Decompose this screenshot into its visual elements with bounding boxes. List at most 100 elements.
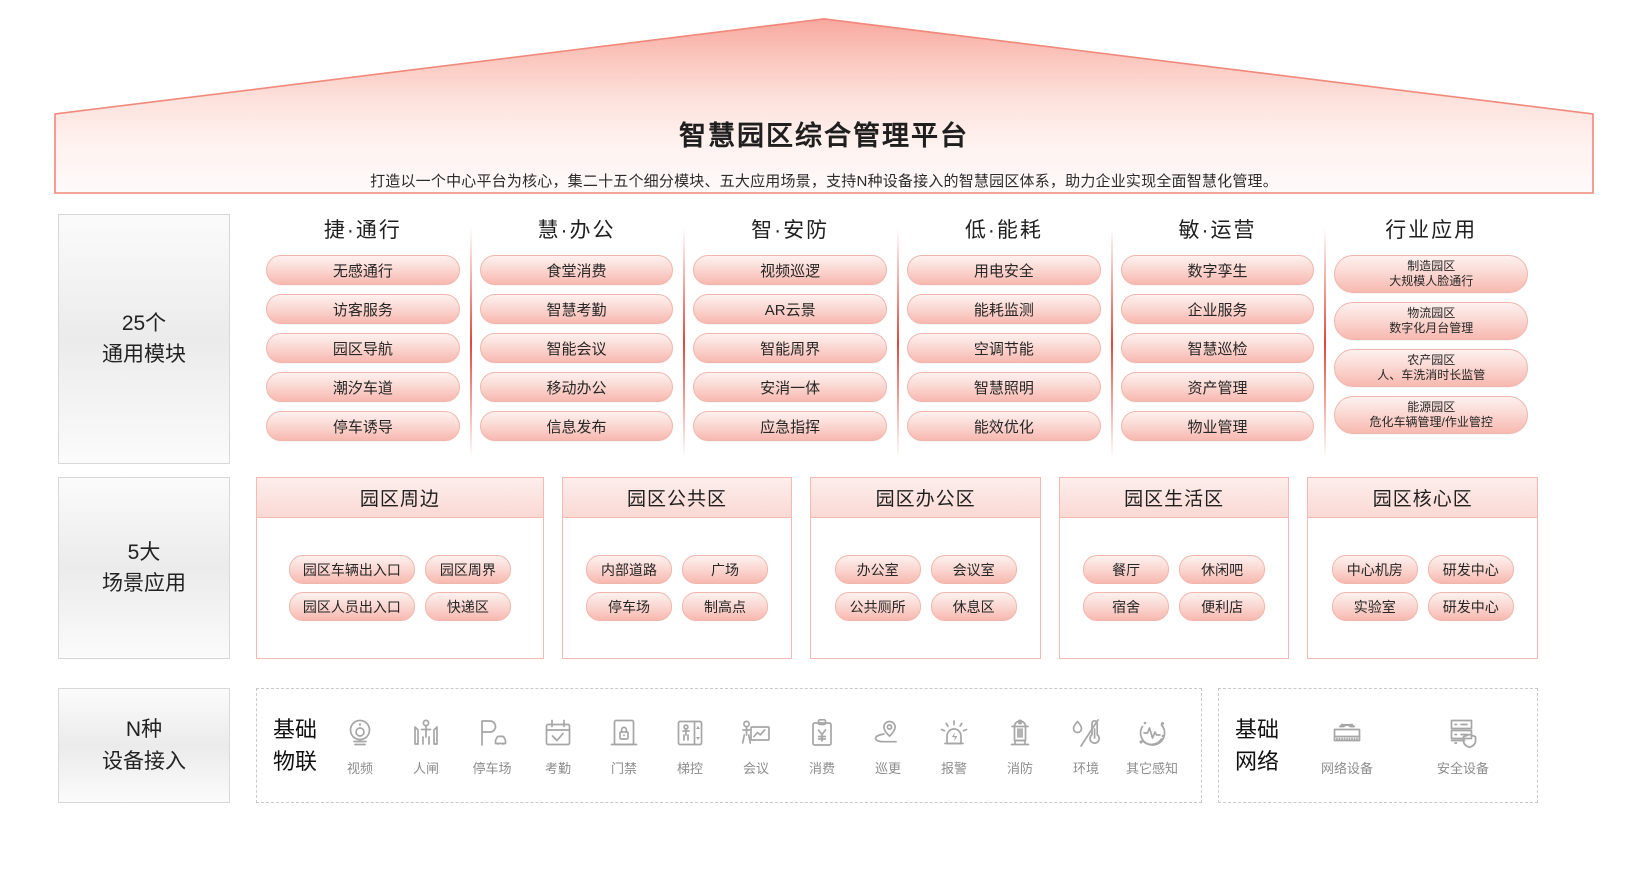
module-pill[interactable]: 应急指挥 bbox=[693, 411, 888, 441]
scene-pill[interactable]: 研发中心 bbox=[1427, 592, 1514, 621]
module-pill[interactable]: 企业服务 bbox=[1120, 294, 1315, 324]
scene-pill[interactable]: 实验室 bbox=[1331, 592, 1418, 621]
device-item[interactable]: 其它感知 bbox=[1119, 715, 1185, 777]
module-pill[interactable]: 无感通行 bbox=[266, 255, 460, 285]
scene-box-title: 园区周边 bbox=[257, 478, 543, 518]
module-pill[interactable]: 智慧照明 bbox=[907, 372, 1101, 402]
device-item[interactable]: 停车场 bbox=[459, 715, 525, 777]
scene-pill[interactable]: 会议室 bbox=[930, 555, 1017, 584]
scene-pill[interactable]: 园区车辆出入口 bbox=[288, 555, 415, 584]
device-item[interactable]: 报警 bbox=[921, 715, 987, 777]
module-pill[interactable]: 智能会议 bbox=[479, 333, 674, 363]
module-pill[interactable]: AR云景 bbox=[693, 294, 888, 324]
scene-box-title: 园区生活区 bbox=[1059, 478, 1289, 518]
scene-pill[interactable]: 研发中心 bbox=[1427, 555, 1514, 584]
module-pill[interactable]: 食堂消费 bbox=[479, 255, 674, 285]
scene-pill[interactable]: 休息区 bbox=[930, 592, 1017, 621]
scene-pill[interactable]: 休闲吧 bbox=[1179, 555, 1266, 584]
side-label-scenes-line1: 5大 bbox=[127, 540, 161, 564]
module-pill[interactable]: 资产管理 bbox=[1120, 372, 1315, 402]
module-pill[interactable]: 信息发布 bbox=[479, 411, 674, 441]
module-pill[interactable]: 物业管理 bbox=[1120, 411, 1315, 441]
scene-pill[interactable]: 园区人员出入口 bbox=[288, 592, 415, 621]
device-item[interactable]: 门禁 bbox=[591, 715, 657, 777]
device-item[interactable]: 消防 bbox=[987, 715, 1053, 777]
module-pill[interactable]: 能效优化 bbox=[907, 411, 1101, 441]
scene-pill[interactable]: 内部道路 bbox=[586, 555, 672, 584]
scene-pill[interactable]: 园区周界 bbox=[424, 555, 511, 584]
scene-pill[interactable]: 快递区 bbox=[424, 592, 511, 621]
module-pill-line1: 智能周界 bbox=[760, 340, 821, 358]
scene-pill[interactable]: 便利店 bbox=[1179, 592, 1266, 621]
module-pill[interactable]: 空调节能 bbox=[907, 333, 1101, 363]
device-item[interactable]: 考勤 bbox=[525, 715, 591, 777]
device-item[interactable]: 环境 bbox=[1053, 715, 1119, 777]
module-pill[interactable]: 能耗监测 bbox=[907, 294, 1101, 324]
side-label-modules: 25个 通用模块 bbox=[58, 214, 230, 464]
module-pill[interactable]: 潮汐车道 bbox=[266, 372, 460, 402]
scene-box-title: 园区办公区 bbox=[811, 478, 1040, 518]
scene-box: 园区公共区内部道路广场停车场制高点 bbox=[561, 477, 793, 659]
scene-pill[interactable]: 中心机房 bbox=[1331, 555, 1418, 584]
module-pill-line1: 资产管理 bbox=[1187, 379, 1248, 397]
camera-dome-icon bbox=[342, 715, 378, 751]
module-pill-line1: 视频巡逻 bbox=[760, 262, 821, 280]
module-pill-line1: AR云景 bbox=[764, 301, 816, 319]
scene-boxes: 园区周边园区车辆出入口园区周界园区人员出入口快递区 园区公共区内部道路广场停车场制… bbox=[256, 477, 1539, 659]
scene-pill[interactable]: 餐厅 bbox=[1083, 555, 1170, 584]
side-label-devices: N种 设备接入 bbox=[58, 688, 230, 803]
device-item[interactable]: 梯控 bbox=[657, 715, 723, 777]
module-pill[interactable]: 农产园区人、车洗消时长监管 bbox=[1334, 349, 1529, 387]
module-pill-line1: 园区导航 bbox=[332, 340, 393, 358]
module-pill-line1: 企业服务 bbox=[1187, 301, 1248, 319]
clipboard-yuan-icon bbox=[804, 715, 840, 751]
module-pill[interactable]: 视频巡逻 bbox=[693, 255, 888, 285]
scene-pill[interactable]: 制高点 bbox=[682, 592, 768, 621]
scene-pill[interactable]: 办公室 bbox=[834, 555, 921, 584]
scene-pill[interactable]: 宿舍 bbox=[1083, 592, 1170, 621]
device-item-label: 考勤 bbox=[544, 760, 571, 776]
scene-pill[interactable]: 公共厕所 bbox=[834, 592, 921, 621]
module-pill[interactable]: 智能周界 bbox=[693, 333, 888, 363]
device-item[interactable]: 巡更 bbox=[855, 715, 921, 777]
module-column-title: 低·能耗 bbox=[964, 219, 1043, 242]
scene-pill[interactable]: 广场 bbox=[682, 555, 768, 584]
platform-roof: 智慧园区综合管理平台 打造以一个中心平台为核心，集二十五个细分模块、五大应用场景… bbox=[54, 18, 1594, 194]
device-item[interactable]: 消费 bbox=[789, 715, 855, 777]
device-item[interactable]: 网络设备 bbox=[1314, 715, 1380, 777]
device-item-label: 会议 bbox=[742, 760, 769, 776]
module-pill-line1: 智慧巡检 bbox=[1187, 340, 1248, 358]
module-pill-line1: 能效优化 bbox=[973, 418, 1034, 436]
module-pill[interactable]: 能源园区危化车辆管理/作业管控 bbox=[1334, 396, 1529, 434]
module-pill[interactable]: 安消一体 bbox=[693, 372, 888, 402]
module-pill[interactable]: 智慧考勤 bbox=[479, 294, 674, 324]
calendar-check-icon bbox=[540, 715, 576, 751]
device-item[interactable]: 安全设备 bbox=[1430, 715, 1496, 777]
device-item[interactable]: 会议 bbox=[723, 715, 789, 777]
scene-box-title: 园区公共区 bbox=[562, 478, 792, 518]
module-pill[interactable]: 用电安全 bbox=[907, 255, 1101, 285]
module-pill[interactable]: 访客服务 bbox=[266, 294, 460, 324]
module-pill[interactable]: 数字孪生 bbox=[1120, 255, 1315, 285]
module-pill[interactable]: 停车诱导 bbox=[266, 411, 460, 441]
module-column: 慧·办公食堂消费智慧考勤智能会议移动办公信息发布 bbox=[469, 214, 684, 464]
side-label-scenes: 5大 场景应用 bbox=[58, 477, 230, 659]
device-item[interactable]: 人闸 bbox=[393, 715, 459, 777]
module-pill[interactable]: 物流园区数字化月台管理 bbox=[1334, 302, 1529, 340]
module-pill[interactable]: 智慧巡检 bbox=[1120, 333, 1315, 363]
module-pill[interactable]: 移动办公 bbox=[479, 372, 674, 402]
module-pill[interactable]: 制造园区大规模人脸通行 bbox=[1334, 255, 1529, 293]
modules-columns: 捷·通行无感通行访客服务园区导航潮汐车道停车诱导慧·办公食堂消费智慧考勤智能会议… bbox=[256, 214, 1538, 464]
scene-box: 园区核心区中心机房研发中心实验室研发中心 bbox=[1307, 477, 1539, 659]
elevator-icon bbox=[672, 715, 708, 751]
turnstile-gate-icon bbox=[408, 715, 444, 751]
device-item[interactable]: 视频 bbox=[327, 715, 393, 777]
module-pill-line1: 数字孪生 bbox=[1187, 262, 1248, 280]
roof-outline-icon bbox=[54, 18, 1594, 194]
module-pill[interactable]: 园区导航 bbox=[266, 333, 460, 363]
scene-pill[interactable]: 停车场 bbox=[586, 592, 672, 621]
module-column: 捷·通行无感通行访客服务园区导航潮汐车道停车诱导 bbox=[256, 214, 470, 464]
module-pill-line1: 应急指挥 bbox=[760, 418, 821, 436]
module-column-title: 捷·通行 bbox=[323, 219, 402, 242]
fire-hydrant-icon bbox=[1002, 715, 1038, 751]
